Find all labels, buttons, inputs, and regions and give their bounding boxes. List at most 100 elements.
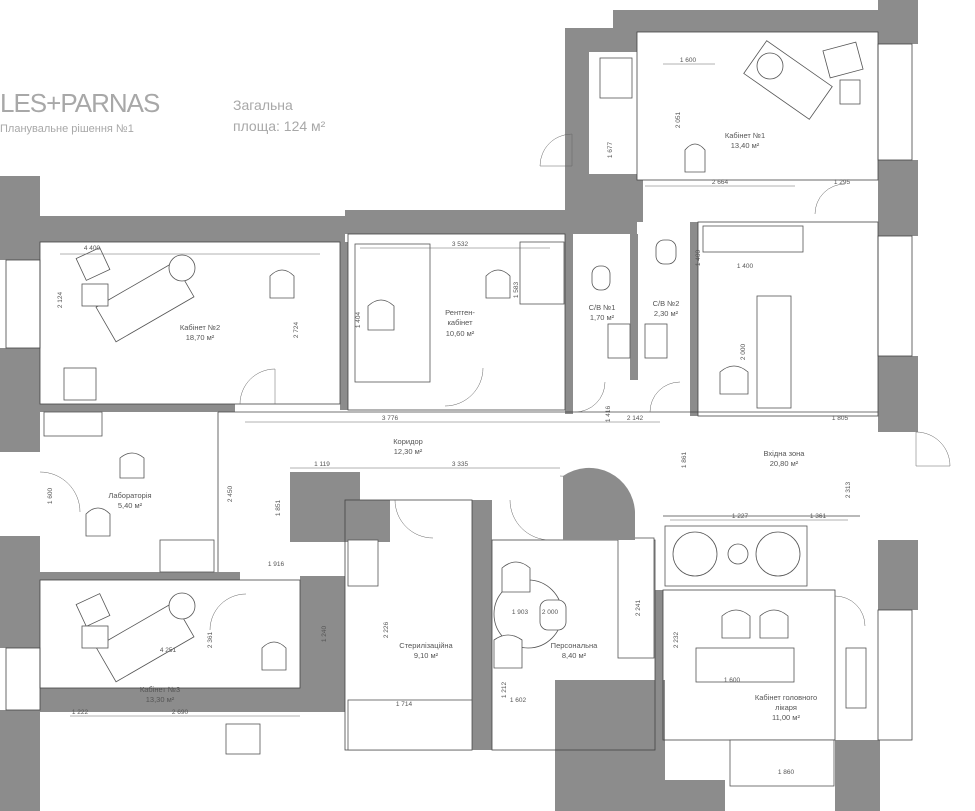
wall-segment	[345, 210, 565, 234]
reception-desk	[756, 295, 792, 409]
dim-label: 1 295	[834, 179, 851, 186]
sink	[225, 723, 261, 755]
room-area-xray: 10,60 м²	[446, 329, 475, 338]
room-name-wc2: С/В №2	[653, 299, 680, 308]
dim-label: 2 361	[207, 631, 214, 648]
sofa	[729, 739, 835, 787]
room-name-sterile: Стерилізаційна	[399, 641, 453, 650]
wall-segment	[0, 176, 40, 260]
sink	[644, 323, 668, 359]
wall-segment	[0, 536, 40, 648]
wall-segment	[878, 0, 918, 44]
sink	[63, 367, 97, 401]
dim-label: 1 916	[268, 561, 285, 568]
radiator	[845, 647, 867, 709]
dim-label: 4 400	[84, 245, 101, 252]
room-area-cabinet2: 18,70 м²	[186, 333, 215, 342]
window	[877, 609, 913, 741]
glass-partition	[563, 467, 635, 540]
doors	[39, 133, 951, 631]
door[interactable]	[814, 183, 846, 215]
window	[877, 43, 913, 161]
room-area-waiting: 20,80 м²	[770, 459, 799, 468]
dim-label: 1 361	[810, 513, 827, 520]
waiting-outline	[697, 221, 879, 417]
office-chair	[721, 609, 751, 639]
furniture	[43, 40, 867, 787]
door[interactable]	[39, 471, 81, 513]
door[interactable]	[574, 381, 606, 413]
dim-label: 2 000	[740, 343, 747, 360]
xray-outline	[347, 233, 566, 411]
dim-label: 1 400	[695, 249, 702, 266]
wall-segment	[878, 160, 918, 236]
door[interactable]	[834, 595, 866, 627]
wall-segment	[637, 180, 643, 222]
room-area-wc1: 1,70 м²	[590, 313, 615, 322]
cabinet1-outline	[636, 31, 879, 181]
room-area-sterile: 9,10 м²	[414, 651, 439, 660]
dim-label: 1 600	[47, 487, 54, 504]
wall-segment	[340, 242, 348, 410]
wall-segment	[835, 740, 880, 811]
room-labels: Кабінет №1 13,40 м² Кабінет №2 18,70 м² …	[108, 131, 817, 722]
door[interactable]	[649, 381, 681, 413]
wall-segment	[0, 348, 40, 452]
radiator	[702, 225, 804, 253]
wall-segment	[878, 356, 918, 432]
sink	[607, 323, 631, 359]
door[interactable]	[444, 367, 484, 407]
room-area-staff: 8,40 м²	[562, 651, 587, 660]
dim-label: 1 861	[681, 451, 688, 468]
wall-segment	[565, 234, 573, 414]
room-area-cabinet3: 13,30 м²	[146, 695, 175, 704]
wall-segment	[565, 174, 637, 234]
dim-label: 1 227	[732, 513, 749, 520]
wall-segment	[555, 680, 665, 811]
wall-segment	[360, 500, 390, 542]
wall-segment	[290, 472, 360, 542]
door[interactable]	[915, 431, 951, 467]
dim-label: 1 416	[605, 405, 612, 422]
door[interactable]	[539, 133, 573, 167]
dim-label: 1 677	[607, 141, 614, 158]
door[interactable]	[394, 499, 434, 539]
room-area-corridor: 12,30 м²	[394, 447, 423, 456]
room-area-chief: 11,00 м²	[772, 713, 800, 722]
office-chair	[367, 299, 395, 331]
cabinet3-outline	[39, 579, 301, 689]
dim-label: 1 805	[832, 415, 849, 422]
room-area-wc2: 2,30 м²	[654, 309, 679, 318]
dim-label: 1 119	[314, 461, 330, 468]
door[interactable]	[239, 368, 276, 405]
dim-label: 2 226	[383, 621, 390, 638]
dim-label: 2 142	[627, 415, 644, 422]
dim-label: 3 532	[452, 241, 469, 248]
room-name-xray: Рентген-	[445, 308, 475, 317]
brand-logo: LES+PARNAS	[0, 88, 160, 118]
wall-segment	[878, 540, 918, 610]
window	[877, 235, 913, 357]
door[interactable]	[509, 499, 551, 541]
wall-segment	[630, 234, 638, 380]
wall-segment	[40, 404, 235, 412]
wall-segment	[40, 688, 345, 712]
dim-label: 3 776	[382, 415, 399, 422]
office-chair	[719, 365, 749, 395]
plan-subtitle: Планувальне рішення №1	[0, 123, 134, 135]
dim-label: 2 690	[172, 709, 189, 716]
dim-label: 1 860	[778, 769, 795, 776]
room-name-waiting: Вхідна зона	[764, 449, 806, 458]
interior-walls	[40, 180, 698, 780]
room-name-wc1: С/В №1	[589, 303, 616, 312]
total-area-label: Загальна	[233, 97, 293, 113]
dim-label: 1 222	[72, 709, 89, 716]
chair	[501, 561, 531, 593]
room-name-xray-2: кабінет	[447, 318, 473, 327]
wall-segment	[472, 500, 492, 750]
door[interactable]	[209, 593, 247, 631]
room-name-staff: Персональна	[551, 641, 598, 650]
dim-label: 1 600	[680, 57, 697, 64]
office-chair	[269, 269, 295, 299]
